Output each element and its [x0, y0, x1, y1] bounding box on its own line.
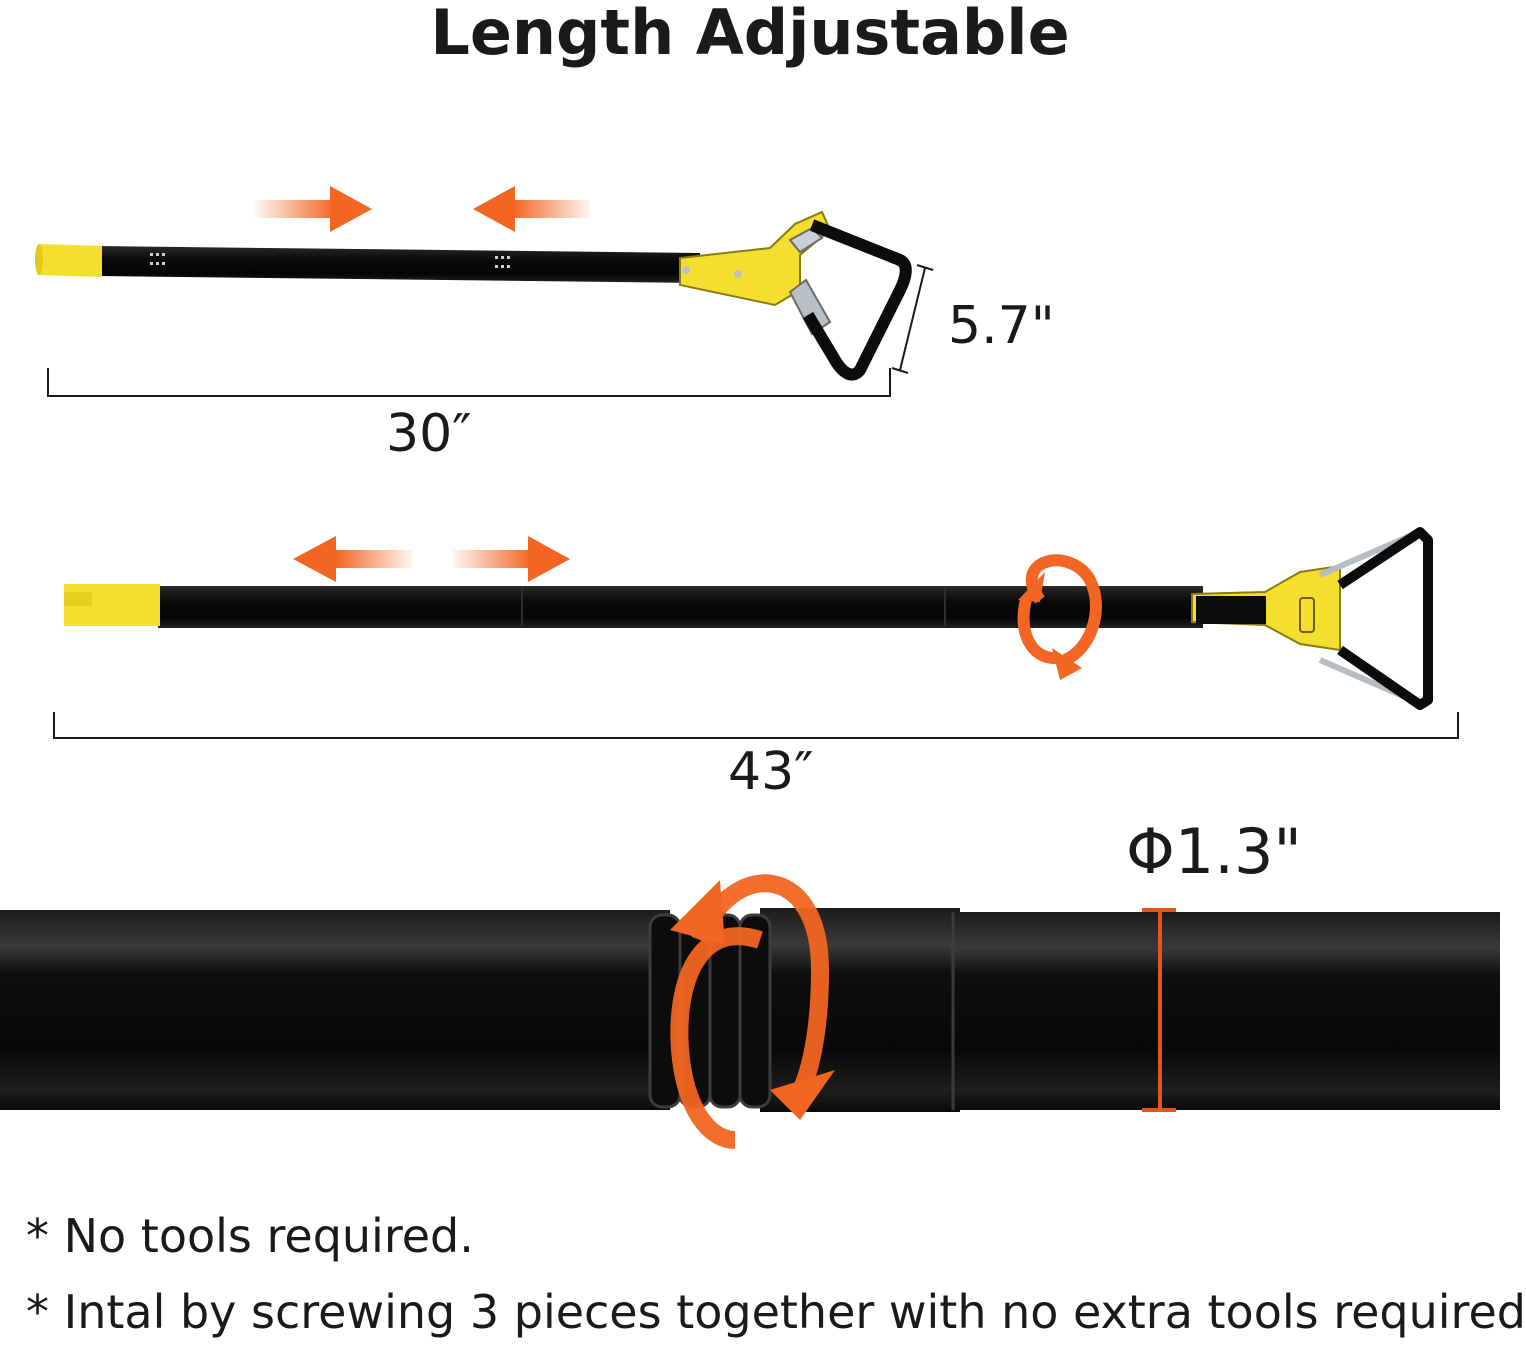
arrow-right-icon — [255, 186, 372, 232]
rotate-icon — [670, 874, 835, 1149]
arrow-left-icon — [473, 186, 590, 232]
arrow-right-icon — [452, 536, 570, 582]
note-install: * Intal by screwing 3 pieces together wi… — [26, 1285, 1526, 1339]
long-length-label: 43″ — [728, 742, 814, 802]
page-title: Length Adjustable — [430, 0, 1070, 69]
long-hoe — [53, 527, 1459, 739]
handle-height-label: 5.7" — [948, 296, 1055, 356]
diameter-label: Φ1.3" — [1126, 815, 1302, 888]
arrow-left-icon — [293, 536, 413, 582]
pole-joint-closeup — [0, 874, 1500, 1149]
note-no-tools: * No tools required. — [26, 1209, 474, 1263]
rotate-icon — [1017, 554, 1102, 680]
short-hoe — [35, 186, 934, 397]
short-length-label: 30″ — [386, 404, 472, 464]
